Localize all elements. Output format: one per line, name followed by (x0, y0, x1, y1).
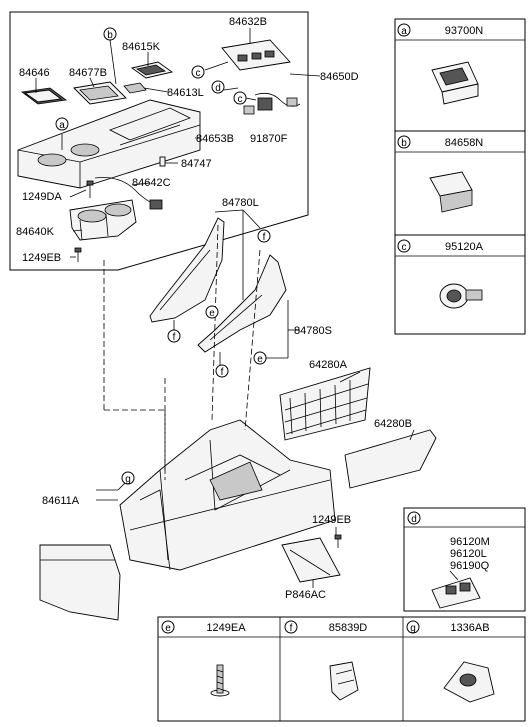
label-1249EB-mid: 1249EB (312, 514, 351, 526)
svg-text:c: c (196, 68, 201, 79)
callout-b-top: b (103, 27, 117, 41)
part-84615K-pad (130, 61, 174, 79)
side-panel-a: a 93700N (394, 18, 526, 132)
part-84632B-switch-panel (221, 39, 291, 71)
svg-text:d: d (215, 83, 221, 94)
label-84780S: 84780S (294, 325, 332, 337)
label-84615K: 84615K (122, 41, 161, 53)
svg-text:g: g (125, 474, 131, 485)
side-panel-b: b 84658N (394, 130, 526, 236)
leader-lines-trims (173, 209, 300, 365)
clip-85839D-icon (329, 661, 359, 701)
label-84613L: 84613L (167, 87, 204, 99)
callout-c-2: c (233, 91, 247, 105)
label-84632B: 84632B (229, 16, 267, 28)
part-84747-clip (159, 156, 166, 167)
callout-c-1: c (191, 65, 205, 79)
callout-g-main: g (121, 471, 135, 485)
panel-b-letter: b (401, 138, 407, 149)
part-1249DA-screw (86, 180, 94, 198)
part-84640K-cupholder (69, 199, 137, 241)
socket-95120A-icon (439, 283, 483, 309)
part-91870F-harness (243, 92, 301, 115)
part-84780L-trim (149, 217, 225, 323)
table-g-letter: g (410, 623, 416, 634)
part-1249EB-screw (74, 247, 82, 262)
part-84646-pad (20, 87, 68, 105)
part-64280A-net (279, 367, 371, 441)
table-e-part: 1249EA (206, 622, 246, 634)
label-64280A: 64280A (309, 359, 348, 371)
jack-96120-icon (431, 577, 481, 609)
label-84642C: 84642C (132, 177, 171, 189)
callout-e-2: e (253, 351, 267, 365)
panel-a-part: 93700N (445, 25, 484, 37)
table-e-letter: e (165, 623, 171, 634)
part-1249EB-mid-screw (334, 534, 342, 548)
callout-a-top: a (55, 117, 69, 131)
part-84677B-tray (73, 81, 127, 105)
switch-93700N-icon (431, 61, 479, 105)
svg-text:f: f (221, 367, 224, 378)
panel-d-part-1: 96120M (450, 536, 490, 548)
label-84780L: 84780L (222, 197, 259, 209)
panel-b-part: 84658N (445, 137, 484, 149)
panel-d-part-2: 96120L (450, 548, 487, 560)
bottom-table: e 1249EA f 85839D g 1336AB (157, 616, 526, 722)
callout-f-2: f (167, 329, 181, 343)
part-84653B-console-upper (17, 99, 201, 189)
label-64280B: 64280B (374, 418, 412, 430)
panel-c-part: 95120A (445, 241, 484, 253)
svg-text:e: e (209, 308, 215, 319)
table-f-letter: f (290, 623, 293, 634)
svg-text:e: e (257, 354, 263, 365)
label-91870F: 91870F (250, 133, 288, 145)
label-84747: 84747 (181, 158, 212, 170)
svg-text:a: a (59, 120, 65, 131)
label-84677B: 84677B (69, 67, 107, 79)
svg-text:c: c (238, 94, 243, 105)
part-84613L (123, 82, 147, 94)
part-P846AC-bracket (281, 537, 341, 583)
callout-f-1: f (257, 229, 271, 243)
part-64280B-cover (344, 429, 437, 489)
label-84640K: 84640K (16, 226, 55, 238)
side-panel-d: d 96120M 96120L 96190Q (403, 507, 526, 612)
part-84780S-trim (197, 254, 287, 353)
label-84646: 84646 (19, 67, 50, 79)
part-84611A-console-body (119, 419, 336, 571)
callout-e-1: e (205, 305, 219, 319)
screw-1249EA-icon (210, 664, 230, 697)
label-P846AC: P846AC (285, 589, 326, 601)
nut-1336AB-icon (443, 661, 495, 703)
bracket-84658N-icon (429, 171, 473, 213)
callout-f-3: f (215, 364, 229, 378)
side-panel-c: c 95120A (394, 234, 526, 335)
panel-a-letter: a (401, 26, 407, 37)
panel-d-letter: d (411, 514, 417, 525)
svg-text:f: f (173, 332, 176, 343)
callout-d-top: d (211, 80, 225, 94)
part-84642C-wire (94, 177, 163, 210)
label-1249EB-top: 1249EB (22, 252, 61, 264)
panel-c-letter: c (402, 242, 407, 253)
leader-lines-top (35, 28, 321, 258)
label-1249DA: 1249DA (22, 191, 62, 203)
table-f-part: 85839D (329, 622, 368, 634)
panel-d-part-3: 96190Q (450, 560, 490, 572)
label-84650D: 84650D (320, 71, 359, 83)
table-g-part: 1336AB (450, 622, 489, 634)
label-84653B: 84653B (196, 133, 234, 145)
dashed-alignment (103, 224, 261, 480)
label-84611A: 84611A (42, 495, 80, 507)
svg-text:b: b (107, 30, 113, 41)
svg-text:f: f (263, 232, 266, 243)
part-console-left-lower (39, 544, 121, 621)
